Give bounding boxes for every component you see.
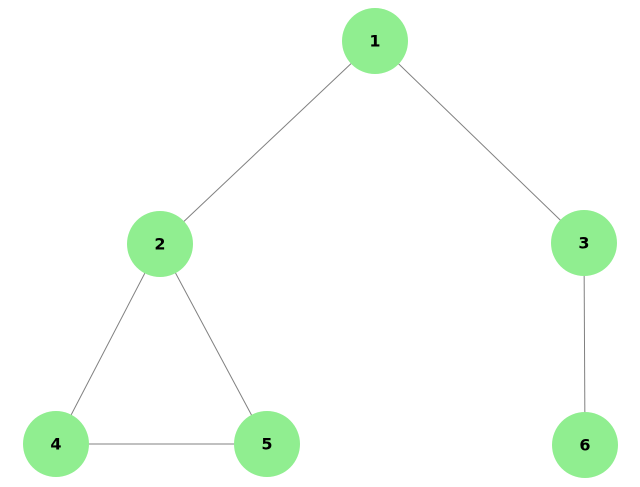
graph-edge-1-2 <box>159 40 376 245</box>
graph-node-3: 3 <box>551 210 617 276</box>
graph-node-circle-3 <box>551 210 617 276</box>
graph-node-circle-4 <box>23 411 89 477</box>
graph-node-circle-1 <box>342 8 408 74</box>
graph-node-2: 2 <box>127 211 193 277</box>
graph-node-6: 6 <box>552 412 618 478</box>
graph-node-5: 5 <box>234 411 300 477</box>
graph-node-circle-5 <box>234 411 300 477</box>
graph-node-circle-6 <box>552 412 618 478</box>
graph-node-1: 1 <box>342 8 408 74</box>
graph-edge-3-6 <box>583 242 586 446</box>
graph-edge-2-4 <box>55 243 161 445</box>
graph-node-circle-2 <box>127 211 193 277</box>
graph-edge-1-3 <box>374 40 585 244</box>
graph-node-4: 4 <box>23 411 89 477</box>
graph-edge-2-5 <box>159 243 268 445</box>
